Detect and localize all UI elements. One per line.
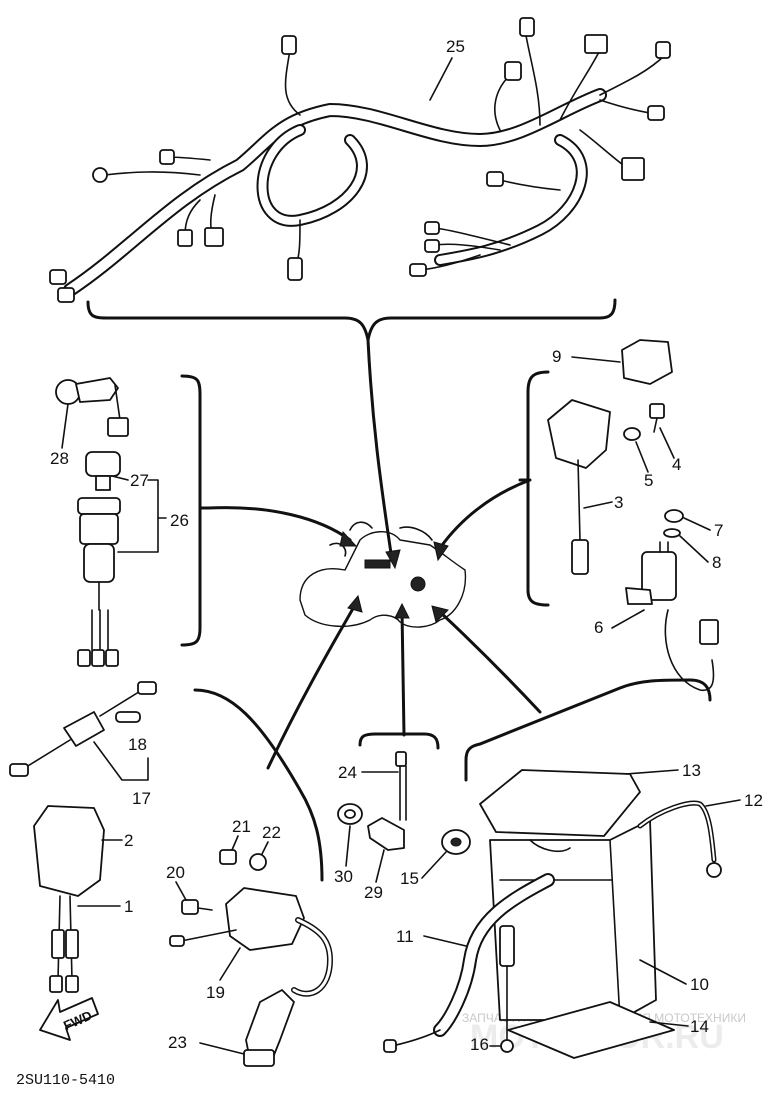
label-3: 3 bbox=[614, 493, 623, 512]
label-2: 2 bbox=[124, 831, 133, 850]
label-28: 28 bbox=[50, 449, 69, 468]
part-26-main-switch bbox=[77, 497, 121, 667]
label-4: 4 bbox=[672, 455, 681, 474]
part-28-connector bbox=[55, 377, 129, 437]
part-30-gasket bbox=[337, 803, 363, 825]
part-23-plug-cap bbox=[243, 989, 295, 1067]
part-1-wire-lead bbox=[49, 895, 79, 993]
part-19-ignition-coil bbox=[169, 887, 333, 997]
label-10: 10 bbox=[690, 975, 709, 994]
label-12: 12 bbox=[744, 791, 763, 810]
part-12-lead bbox=[637, 800, 722, 878]
label-24: 24 bbox=[338, 763, 357, 782]
label-23: 23 bbox=[168, 1033, 187, 1052]
part-9-relay bbox=[621, 339, 673, 385]
label-15: 15 bbox=[400, 869, 419, 888]
part-7-nut bbox=[664, 509, 684, 523]
part-11-breather-hose bbox=[383, 873, 555, 1053]
fwd-arrow: FWD bbox=[39, 997, 99, 1041]
part-15-damper bbox=[441, 829, 471, 855]
label-13: 13 bbox=[682, 761, 701, 780]
part-16-lead bbox=[499, 925, 515, 1053]
part-27-key bbox=[85, 451, 121, 491]
label-16: 16 bbox=[470, 1035, 489, 1054]
label-6: 6 bbox=[594, 618, 603, 637]
label-26: 26 bbox=[170, 511, 189, 530]
part-18-fuse-holder bbox=[9, 681, 157, 777]
label-30: 30 bbox=[334, 867, 353, 886]
part-3-bracket bbox=[547, 399, 611, 575]
label-5: 5 bbox=[644, 471, 653, 490]
part-14-battery-box bbox=[507, 1001, 675, 1059]
label-1: 1 bbox=[124, 897, 133, 916]
part-2-flasher bbox=[33, 805, 105, 897]
part-8-washer bbox=[663, 528, 681, 538]
part-10-battery bbox=[489, 819, 657, 1021]
part-6-starter-relay bbox=[625, 541, 719, 692]
diagram-code: 2SU110-5410 bbox=[16, 1072, 115, 1089]
part-24-switch-lead bbox=[395, 751, 407, 821]
part-5-washer bbox=[623, 427, 641, 441]
part-4-bolt bbox=[649, 403, 665, 433]
part-29-neutral-switch bbox=[367, 817, 405, 851]
part-22-nut bbox=[249, 853, 267, 871]
label-14: 14 bbox=[690, 1017, 709, 1036]
label-17: 17 bbox=[132, 789, 151, 808]
label-22: 22 bbox=[262, 823, 281, 842]
label-8: 8 bbox=[712, 553, 721, 572]
label-11: 11 bbox=[396, 927, 414, 946]
label-9: 9 bbox=[552, 347, 561, 366]
label-7: 7 bbox=[714, 521, 723, 540]
part-13-battery-cover bbox=[479, 769, 641, 837]
part-21-bolt bbox=[219, 849, 237, 865]
label-19: 19 bbox=[206, 983, 225, 1002]
label-21: 21 bbox=[232, 817, 251, 836]
label-20: 20 bbox=[166, 863, 185, 882]
wire-harness bbox=[49, 17, 671, 303]
part-20-screw bbox=[181, 899, 213, 915]
label-29: 29 bbox=[364, 883, 383, 902]
label-27: 27 bbox=[130, 471, 149, 490]
label-25: 25 bbox=[446, 37, 465, 56]
label-18: 18 bbox=[128, 735, 147, 754]
